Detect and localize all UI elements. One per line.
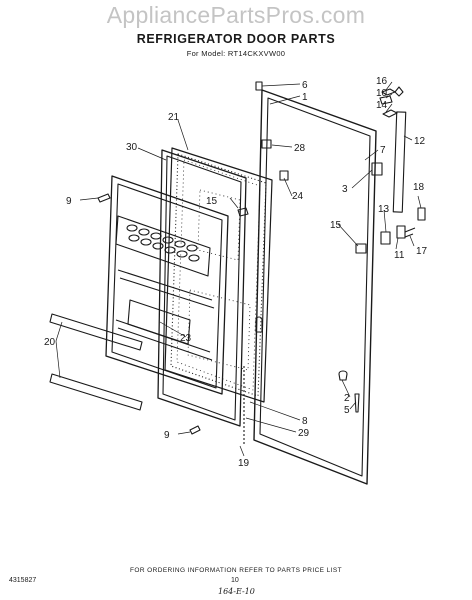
callout-2: 2 xyxy=(344,393,350,404)
callout-12: 12 xyxy=(414,136,426,147)
callout-3: 3 xyxy=(342,184,348,195)
callout-21: 21 xyxy=(168,112,180,123)
callout-19: 19 xyxy=(238,458,250,469)
callout-29: 29 xyxy=(298,428,310,439)
handwritten-note: 164-E-10 xyxy=(218,587,255,596)
callout-16: 16 xyxy=(376,76,388,87)
ordering-note: FOR ORDERING INFORMATION REFER TO PARTS … xyxy=(130,567,342,574)
callout-8: 8 xyxy=(302,416,308,427)
callout-15b: 15 xyxy=(330,220,342,231)
inner-door-liner xyxy=(105,175,229,395)
callout-18: 18 xyxy=(413,182,425,193)
callout-28: 28 xyxy=(294,143,306,154)
door-shelf-bars xyxy=(49,313,143,411)
hinge-hardware xyxy=(97,81,426,444)
callout-6: 6 xyxy=(302,80,308,91)
insulation-panel xyxy=(164,147,273,403)
callout-7: 7 xyxy=(380,145,386,156)
document-number: 4315827 xyxy=(9,577,37,584)
callout-10: 10 xyxy=(376,88,388,99)
door-gasket xyxy=(157,149,247,427)
page-title: REFRIGERATOR DOOR PARTS xyxy=(136,32,336,46)
watermark: AppliancePartsPros.com xyxy=(106,2,366,28)
callout-30: 30 xyxy=(126,142,138,153)
callout-24: 24 xyxy=(292,191,304,202)
page-number: 10 xyxy=(231,577,239,584)
outer-door-panel xyxy=(253,89,377,485)
callout-1: 1 xyxy=(302,92,308,103)
leader-lines xyxy=(55,81,422,457)
callout-labels: 6 1 16 10 14 21 12 30 28 7 3 24 15 18 9 … xyxy=(44,76,428,469)
callout-20: 20 xyxy=(44,337,56,348)
callout-23: 23 xyxy=(180,333,192,344)
model-subtitle: For Model: RT14CKXVW00 xyxy=(186,49,286,58)
callout-13: 13 xyxy=(378,204,390,215)
callout-9a: 9 xyxy=(66,196,72,207)
callout-9b: 9 xyxy=(164,430,170,441)
callout-14: 14 xyxy=(376,100,388,111)
callout-15a: 15 xyxy=(206,196,218,207)
callout-17: 17 xyxy=(416,246,428,257)
callout-11: 11 xyxy=(394,250,405,261)
callout-5: 5 xyxy=(344,405,350,416)
